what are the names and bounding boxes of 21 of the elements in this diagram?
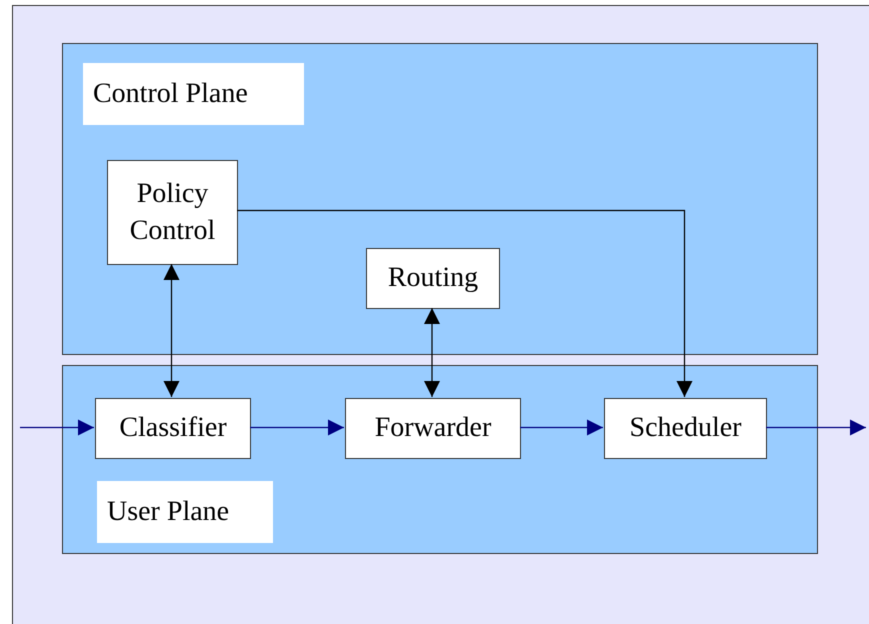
- panel-title: Control Plane: [83, 63, 304, 125]
- panel-title: User Plane: [97, 481, 273, 543]
- process-box: [366, 248, 500, 309]
- arrow: [766, 420, 866, 436]
- plane-panel: [62, 43, 818, 355]
- process-box: [604, 398, 767, 459]
- arrow: [20, 420, 94, 436]
- box-label: Policy Control: [128, 177, 216, 248]
- process-box: [107, 160, 238, 265]
- arrow: [237, 210, 692, 397]
- arrow: [424, 308, 440, 397]
- arrow: [520, 420, 603, 436]
- process-box: [95, 398, 251, 459]
- box-label: Routing: [388, 261, 478, 296]
- arrow: [250, 420, 344, 436]
- arrow: [164, 264, 180, 397]
- process-box: [345, 398, 521, 459]
- plane-panel: [62, 365, 818, 554]
- box-label: Scheduler: [630, 411, 742, 446]
- box-label: Classifier: [119, 411, 227, 446]
- box-label: Forwarder: [374, 411, 492, 446]
